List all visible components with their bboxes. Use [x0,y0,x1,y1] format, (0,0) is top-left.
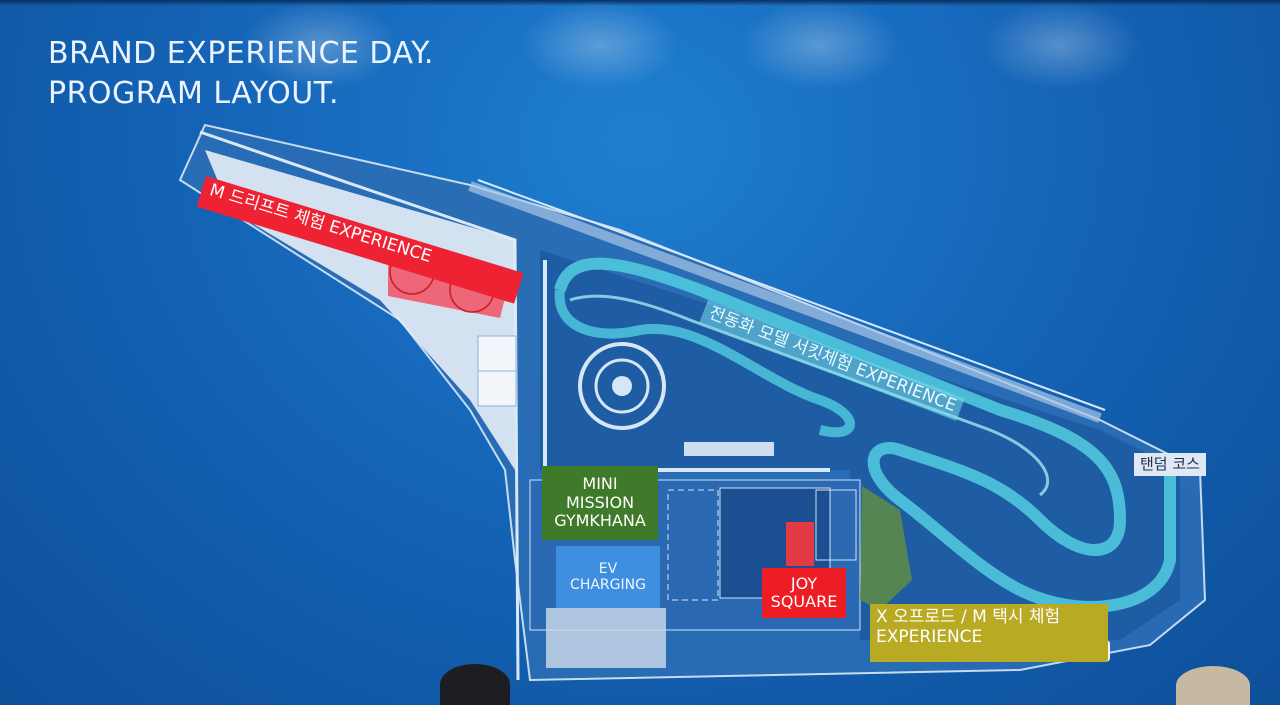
circuit-infield [540,250,1180,640]
mini-line-1: MINI [582,474,618,494]
grid-hall [815,489,857,561]
screen-top-edge [0,0,1280,6]
ev-circuit-inner [569,294,1050,497]
front-plaza [546,608,666,668]
xoff-line-1: X 오프로드 / M 택시 체험 [876,607,1061,627]
top-road [468,181,1102,423]
ceiling-light [740,0,900,90]
audience-head [1176,666,1250,705]
title-line-2: PROGRAM LAYOUT. [48,76,340,111]
mini-line-3: GYMKHANA [554,511,646,531]
charging-line-2: CHARGING [570,577,646,593]
xoff-line-2: EXPERIENCE [876,626,983,647]
joy-grid [786,522,814,566]
pit-building [684,442,774,456]
mini-line-2: MISSION [565,492,635,512]
ceiling-light [240,0,400,90]
joy-square-label: JOY SQUARE [762,568,846,618]
charging-line-1: EV [598,560,618,577]
ev-charging-label: EV CHARGING [556,546,660,608]
joy-line-1: JOY [790,573,818,593]
ceiling-light [980,0,1140,90]
top-road-rail [477,179,1106,411]
audience-head [440,664,510,705]
ev-circuit-loop [554,289,855,438]
skid-circle-center [612,376,632,396]
skid-circle-inner [594,358,650,414]
slide-title: BRAND EXPERIENCE DAY. PROGRAM LAYOUT. [48,34,434,114]
parking-rows [667,489,719,601]
ceiling-light [520,0,680,90]
offroad-area [860,486,912,610]
tandem-course-label: 탠덤 코스 [1134,453,1206,477]
skid-circle [578,342,666,430]
title-line-1: BRAND EXPERIENCE DAY. [48,36,434,71]
joy-line-2: SQUARE [770,592,838,611]
mini-gymkhana-label: MINI MISSION GYMKHANA [542,466,658,540]
x-offroad-label: X 오프로드 / M 택시 체험 EXPERIENCE [870,604,1108,662]
ev-circuit-track [554,257,1176,613]
